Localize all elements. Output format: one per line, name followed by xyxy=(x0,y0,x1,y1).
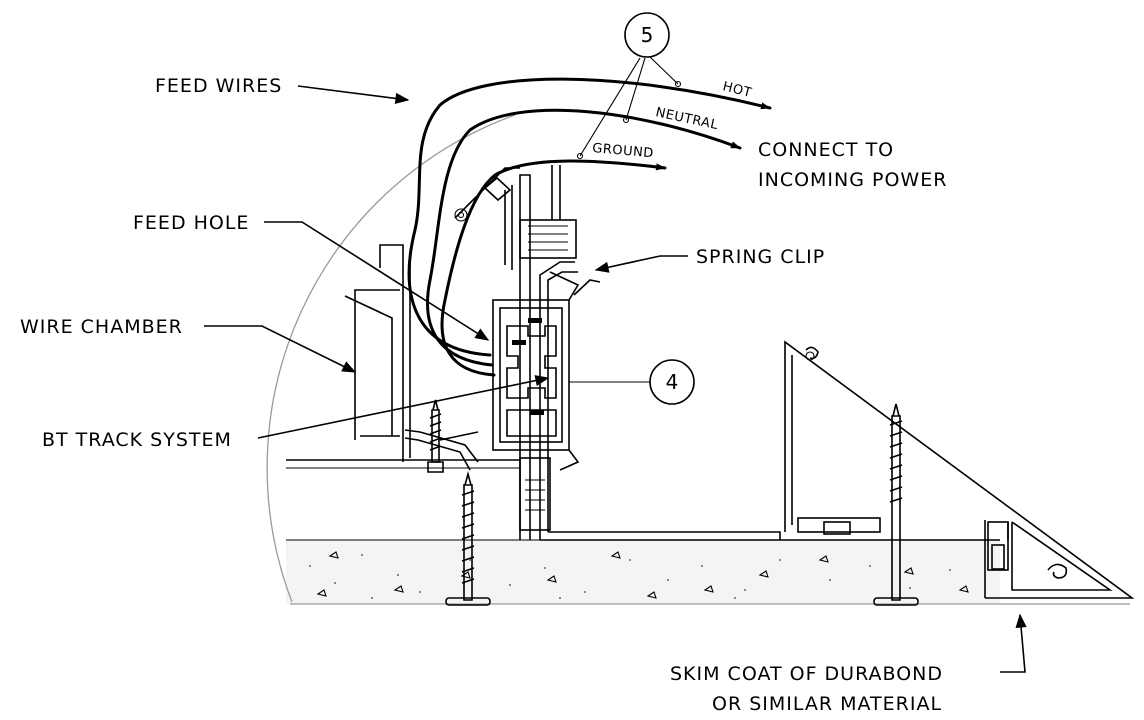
spring-clip-label: SPRING CLIP xyxy=(696,246,825,268)
wire-chamber-upper xyxy=(454,167,520,222)
callout-5: 5 xyxy=(576,12,682,160)
feed-hole-label: FEED HOLE xyxy=(133,212,249,234)
boundary-arc xyxy=(266,114,516,603)
skim-coat-leader xyxy=(1000,613,1027,673)
feed-wire-bundle xyxy=(407,77,772,377)
wire-chamber-housing xyxy=(286,244,520,469)
bt-track-leader xyxy=(257,375,550,439)
bt-track-profile xyxy=(492,271,601,471)
neutral-wire xyxy=(426,108,742,367)
callout-4-number: 4 xyxy=(666,370,679,394)
screw-right xyxy=(873,403,919,606)
wire-chamber-leader xyxy=(204,325,357,373)
feed-wires-label: FEED WIRES xyxy=(155,75,282,97)
skim-coat-label-line1: SKIM COAT OF DURABOND xyxy=(670,663,943,685)
concrete-slab xyxy=(286,539,1130,605)
triangle-trim xyxy=(784,340,1135,599)
feed-wires-leader xyxy=(297,85,410,104)
ground-label: GROUND xyxy=(592,141,655,161)
spring-clip-leader xyxy=(594,255,688,273)
mounting-channel xyxy=(504,165,1000,541)
ground-wire xyxy=(440,159,667,377)
wire-chamber-label: WIRE CHAMBER xyxy=(20,316,183,338)
connect-label-line2: INCOMING POWER xyxy=(758,169,947,191)
feed-hole-leader xyxy=(264,221,490,341)
screw-left-bottom xyxy=(445,470,491,606)
bt-track-system-label: BT TRACK SYSTEM xyxy=(42,429,232,451)
leader-lines xyxy=(204,85,1027,673)
callout-5-number: 5 xyxy=(641,23,654,47)
connect-label-line1: CONNECT TO xyxy=(758,139,894,161)
hot-label: HOT xyxy=(721,79,753,101)
callout-4: 4 xyxy=(569,359,695,405)
hot-wire xyxy=(407,77,772,357)
spring-clip-lower xyxy=(404,429,479,471)
skim-coat-label-line2: OR SIMILAR MATERIAL xyxy=(712,693,942,715)
